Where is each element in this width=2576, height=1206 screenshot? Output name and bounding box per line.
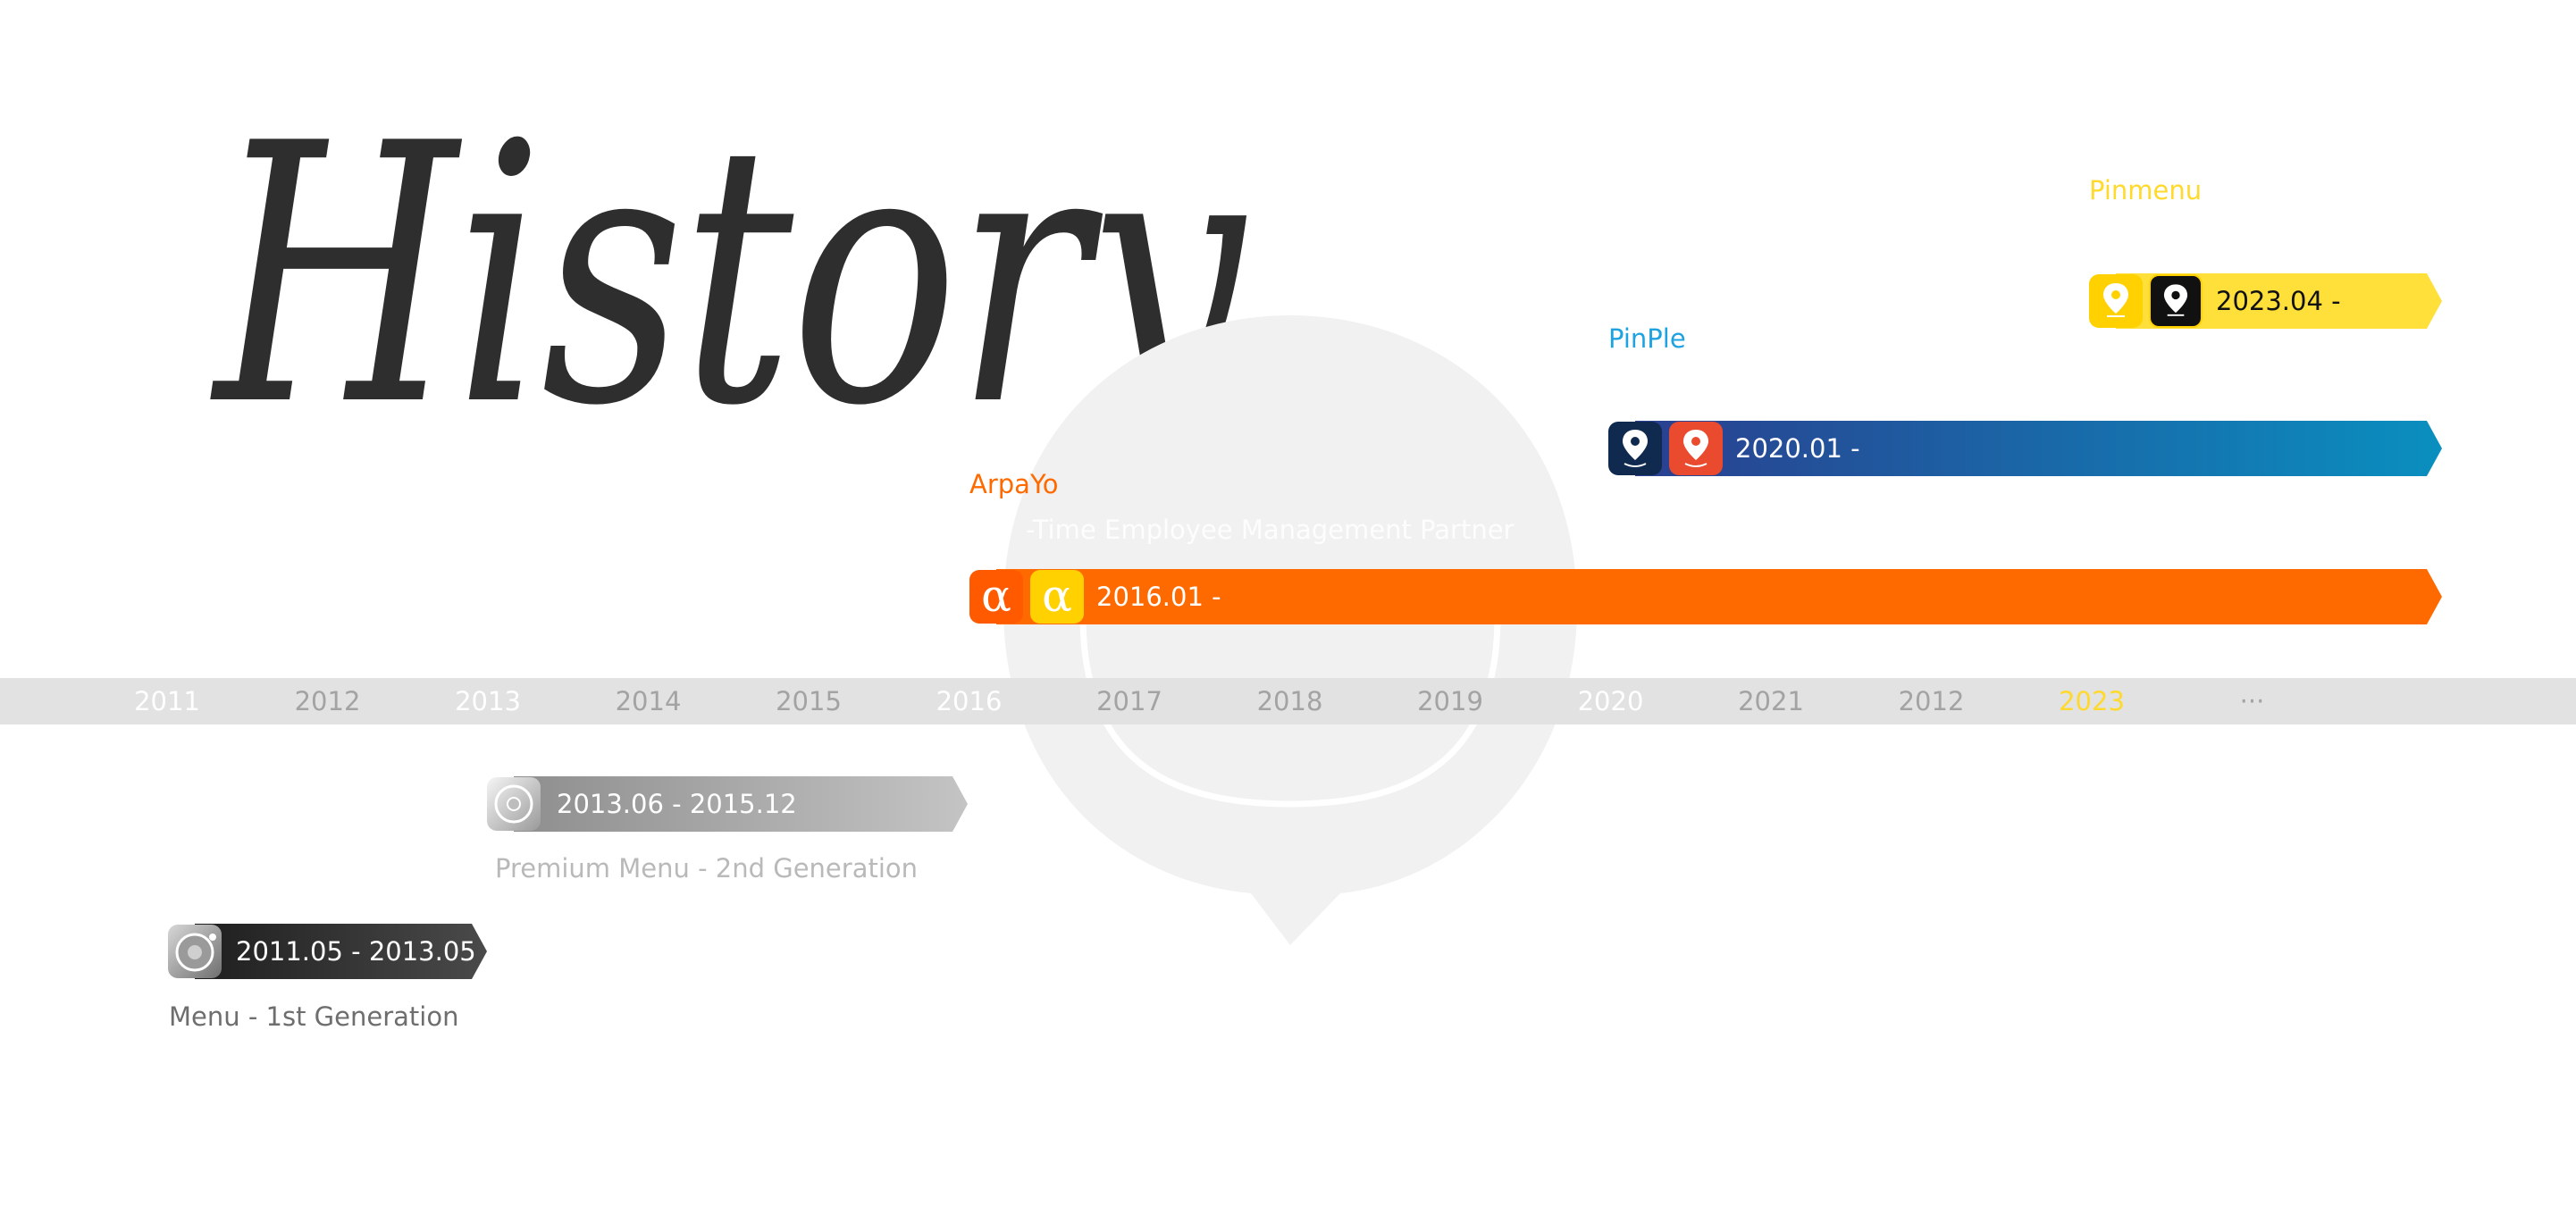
product-name-pinmenu: Pinmenu: [2089, 175, 2203, 205]
year-label: 2023: [2059, 686, 2125, 716]
alpha-yellow-icon: α: [1030, 570, 1084, 624]
pin-black-icon: [2149, 274, 2203, 328]
silver-disc-icon: [487, 777, 541, 831]
bar-background: [1635, 421, 2442, 476]
year-label: 2021: [1738, 686, 1804, 716]
bar-background: [195, 924, 487, 979]
pin-navy-icon: [1608, 422, 1662, 475]
product-description-premium-menu: Premium Menu - 2nd Generation: [495, 853, 919, 884]
year-label: 2014: [615, 686, 682, 716]
year-label: 2015: [776, 686, 842, 716]
svg-text:α: α: [1042, 570, 1072, 622]
timeline-bar-pinple[interactable]: 2020.01 -: [1608, 421, 2442, 476]
year-label: 2012: [294, 686, 361, 716]
menu-disc-icon: [168, 925, 222, 978]
year-label: ···: [2239, 686, 2265, 716]
period-label: 2016.01 -: [1096, 582, 1221, 612]
year-label: 2012: [1898, 686, 1965, 716]
bar-background: [996, 569, 2442, 624]
year-label: 2018: [1256, 686, 1323, 716]
timeline-bar-menu[interactable]: 2011.05 - 2013.05: [168, 924, 487, 979]
pin-yellow-icon: [2089, 274, 2143, 328]
product-name-arpayo: ArpaYo: [969, 469, 1059, 499]
year-label: 2017: [1096, 686, 1162, 716]
year-label: 2019: [1417, 686, 1483, 716]
page-title: History: [214, 69, 1244, 484]
year-label: 2011: [134, 686, 200, 716]
bar-background: [514, 776, 968, 832]
alpha-orange-icon: α: [969, 570, 1023, 624]
timeline-bar-pinmenu[interactable]: 2023.04 -: [2089, 273, 2442, 329]
year-label: 2016: [936, 686, 1003, 716]
period-label: 2020.01 -: [1735, 433, 1860, 464]
period-label: 2013.06 - 2015.12: [557, 789, 797, 819]
period-label: 2023.04 -: [2216, 286, 2341, 316]
product-name-pinple: PinPle: [1608, 323, 1686, 354]
svg-text:α: α: [981, 570, 1011, 622]
year-axis: 2011 2012 2013 2014 2015 2016 2017 2018 2019 2020…: [0, 678, 2576, 724]
year-label: 2013: [455, 686, 521, 716]
product-description-menu: Menu - 1st Generation: [169, 1001, 459, 1032]
timeline-bar-arpayo[interactable]: α α 2016.01 -: [969, 569, 2442, 624]
pin-red-icon: [1669, 422, 1723, 475]
year-label: 2020: [1577, 686, 1644, 716]
period-label: 2011.05 - 2013.05: [236, 936, 476, 967]
product-subtitle-arpayo: -Time Employee Management Partner: [1026, 515, 1515, 545]
timeline-bar-premium-menu[interactable]: 2013.06 - 2015.12: [487, 776, 968, 832]
